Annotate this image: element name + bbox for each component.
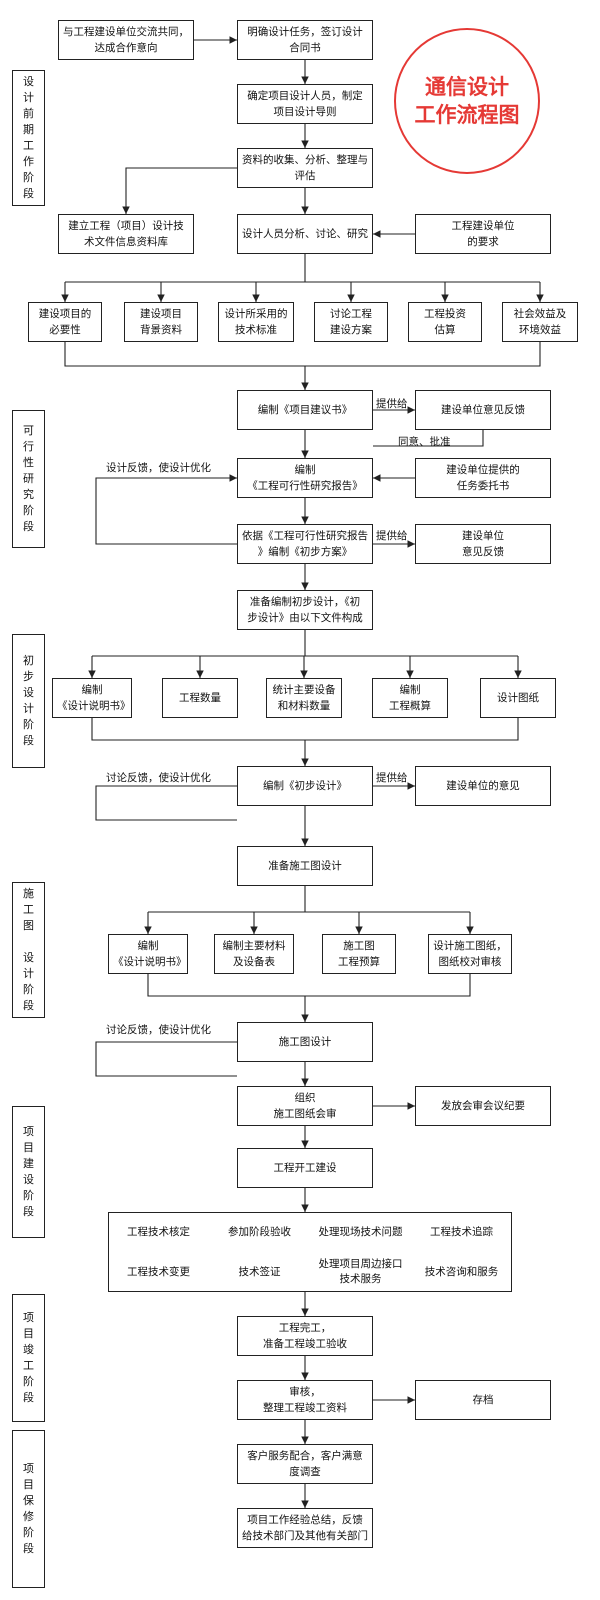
flow-line — [147, 974, 471, 997]
flow-line — [95, 785, 237, 821]
stage-preliminary-design: 初 步 设 计 阶 段 — [12, 634, 45, 768]
flow-line — [64, 342, 541, 367]
box-construction-plan: 讨论工程 建设方案 — [314, 302, 388, 342]
stage-project-completion: 项 目 竣 工 阶 段 — [12, 1294, 45, 1422]
box-sign-contract: 明确设计任务，签订设计 合同书 — [237, 20, 373, 60]
box-info-database: 建立工程（项目）设计技 术文件信息资料库 — [58, 214, 194, 254]
grid-cell: 处理项目周边接口 技术服务 — [318, 1258, 403, 1285]
grid-cell: 技术咨询和服务 — [424, 1265, 499, 1278]
label-agree-approve: 同意、批准 — [398, 436, 451, 448]
grid-cell: 技术签证 — [238, 1265, 281, 1278]
box-materials-list: 编制主要材料 及设备表 — [214, 934, 294, 974]
box-audit-documents: 审核， 整理工程竣工资料 — [237, 1380, 373, 1420]
stage-feasibility: 可 行 性 研 究 阶 段 — [12, 410, 45, 548]
box-social-benefit: 社会效益及 环境效益 — [502, 302, 578, 342]
box-owner-requirements: 工程建设单位 的要求 — [415, 214, 551, 254]
flow-line — [95, 1041, 237, 1077]
box-drawing-joint-review: 组织 施工图纸会审 — [237, 1086, 373, 1126]
box-completion: 工程完工， 准备工程竣工验收 — [237, 1316, 373, 1356]
box-construction-specification: 编制 《设计说明书》 — [108, 934, 188, 974]
box-prepare-construction-drawing: 准备施工图设计 — [237, 846, 373, 886]
box-owner-opinion: 建设单位的意见 — [415, 766, 551, 806]
label-provide-to: 提供给 — [376, 398, 408, 410]
box-owner-feedback: 建设单位意见反馈 — [415, 390, 551, 430]
flow-line — [91, 718, 519, 741]
grid-cell: 工程技术核定 — [127, 1225, 190, 1238]
grid-cell: 处理现场技术问题 — [318, 1225, 403, 1238]
box-construction-budget: 施工图 工程预算 — [322, 934, 396, 974]
box-project-background: 建设项目 背景资料 — [124, 302, 198, 342]
box-owner-opinion-feedback: 建设单位 意见反馈 — [415, 524, 551, 564]
box-design-drawings: 设计图纸 — [480, 678, 556, 718]
box-customer-survey: 客户服务配合，客户满意 度调查 — [237, 1444, 373, 1484]
stage-project-construction: 项 目 建 设 阶 段 — [12, 1106, 45, 1238]
box-preliminary-plan: 依据《工程可行性研究报告 》编制《初步方案》 — [237, 524, 373, 564]
box-meeting-minutes: 发放会审会议纪要 — [415, 1086, 551, 1126]
grid-cell: 工程技术追踪 — [430, 1225, 493, 1238]
box-design-analysis: 设计人员分析、讨论、研究 — [237, 214, 373, 254]
box-cooperation-intent: 与工程建设单位交流共同， 达成合作意向 — [58, 20, 194, 60]
flow-arrow — [95, 474, 237, 545]
box-design-staff: 确定项目设计人员，制定 项目设计导则 — [237, 84, 373, 124]
box-archive: 存档 — [415, 1380, 551, 1420]
box-equipment-stats: 统计主要设备 和材料数量 — [266, 678, 342, 718]
box-drawing-review: 设计施工图纸， 图纸校对审核 — [428, 934, 512, 974]
box-tech-standards: 设计所采用的 技术标准 — [218, 302, 294, 342]
stage-construction-drawing: 施 工 图 设 计 阶 段 — [12, 882, 45, 1018]
box-budget-estimate: 编制 工程概算 — [372, 678, 448, 718]
label-provide-to: 提供给 — [376, 772, 408, 784]
box-experience-summary: 项目工作经验总结，反馈 给技术部门及其他有关部门 — [237, 1508, 373, 1548]
box-compile-preliminary: 编制《初步设计》 — [237, 766, 373, 806]
box-design-specification: 编制 《设计说明书》 — [52, 678, 132, 718]
box-project-proposal: 编制《项目建议书》 — [237, 390, 373, 430]
box-task-commission: 建设单位提供的 任务委托书 — [415, 458, 551, 498]
box-project-necessity: 建设项目的 必要性 — [28, 302, 102, 342]
stage-pre-design: 设 计 前 期 工 作 阶 段 — [12, 70, 45, 206]
box-construction-start: 工程开工建设 — [237, 1148, 373, 1188]
flow-line — [373, 430, 484, 447]
grid-cell: 工程技术变更 — [127, 1265, 190, 1278]
box-investment-estimate: 工程投资 估算 — [408, 302, 482, 342]
label-discussion-feedback: 讨论反馈，使设计优化 — [106, 772, 211, 784]
box-quantities: 工程数量 — [162, 678, 238, 718]
box-construction-drawing-design: 施工图设计 — [237, 1022, 373, 1062]
box-feasibility-report: 编制 《工程可行性研究报告》 — [237, 458, 373, 498]
box-data-collection: 资料的收集、分析、整理与 评估 — [237, 148, 373, 188]
construction-services-grid — [108, 1212, 512, 1292]
stage-project-warranty: 项 目 保 修 阶 段 — [12, 1430, 45, 1588]
label-discussion-feedback: 讨论反馈，使设计优化 — [106, 1024, 211, 1036]
grid-cell: 参加阶段验收 — [228, 1225, 291, 1238]
box-prepare-preliminary: 准备编制初步设计，《初 步设计》由以下文件构成 — [237, 590, 373, 630]
label-provide-to: 提供给 — [376, 530, 408, 542]
label-design-feedback: 设计反馈，使设计优化 — [106, 462, 211, 474]
diagram-title-badge: 通信设计 工作流程图 — [394, 28, 540, 174]
